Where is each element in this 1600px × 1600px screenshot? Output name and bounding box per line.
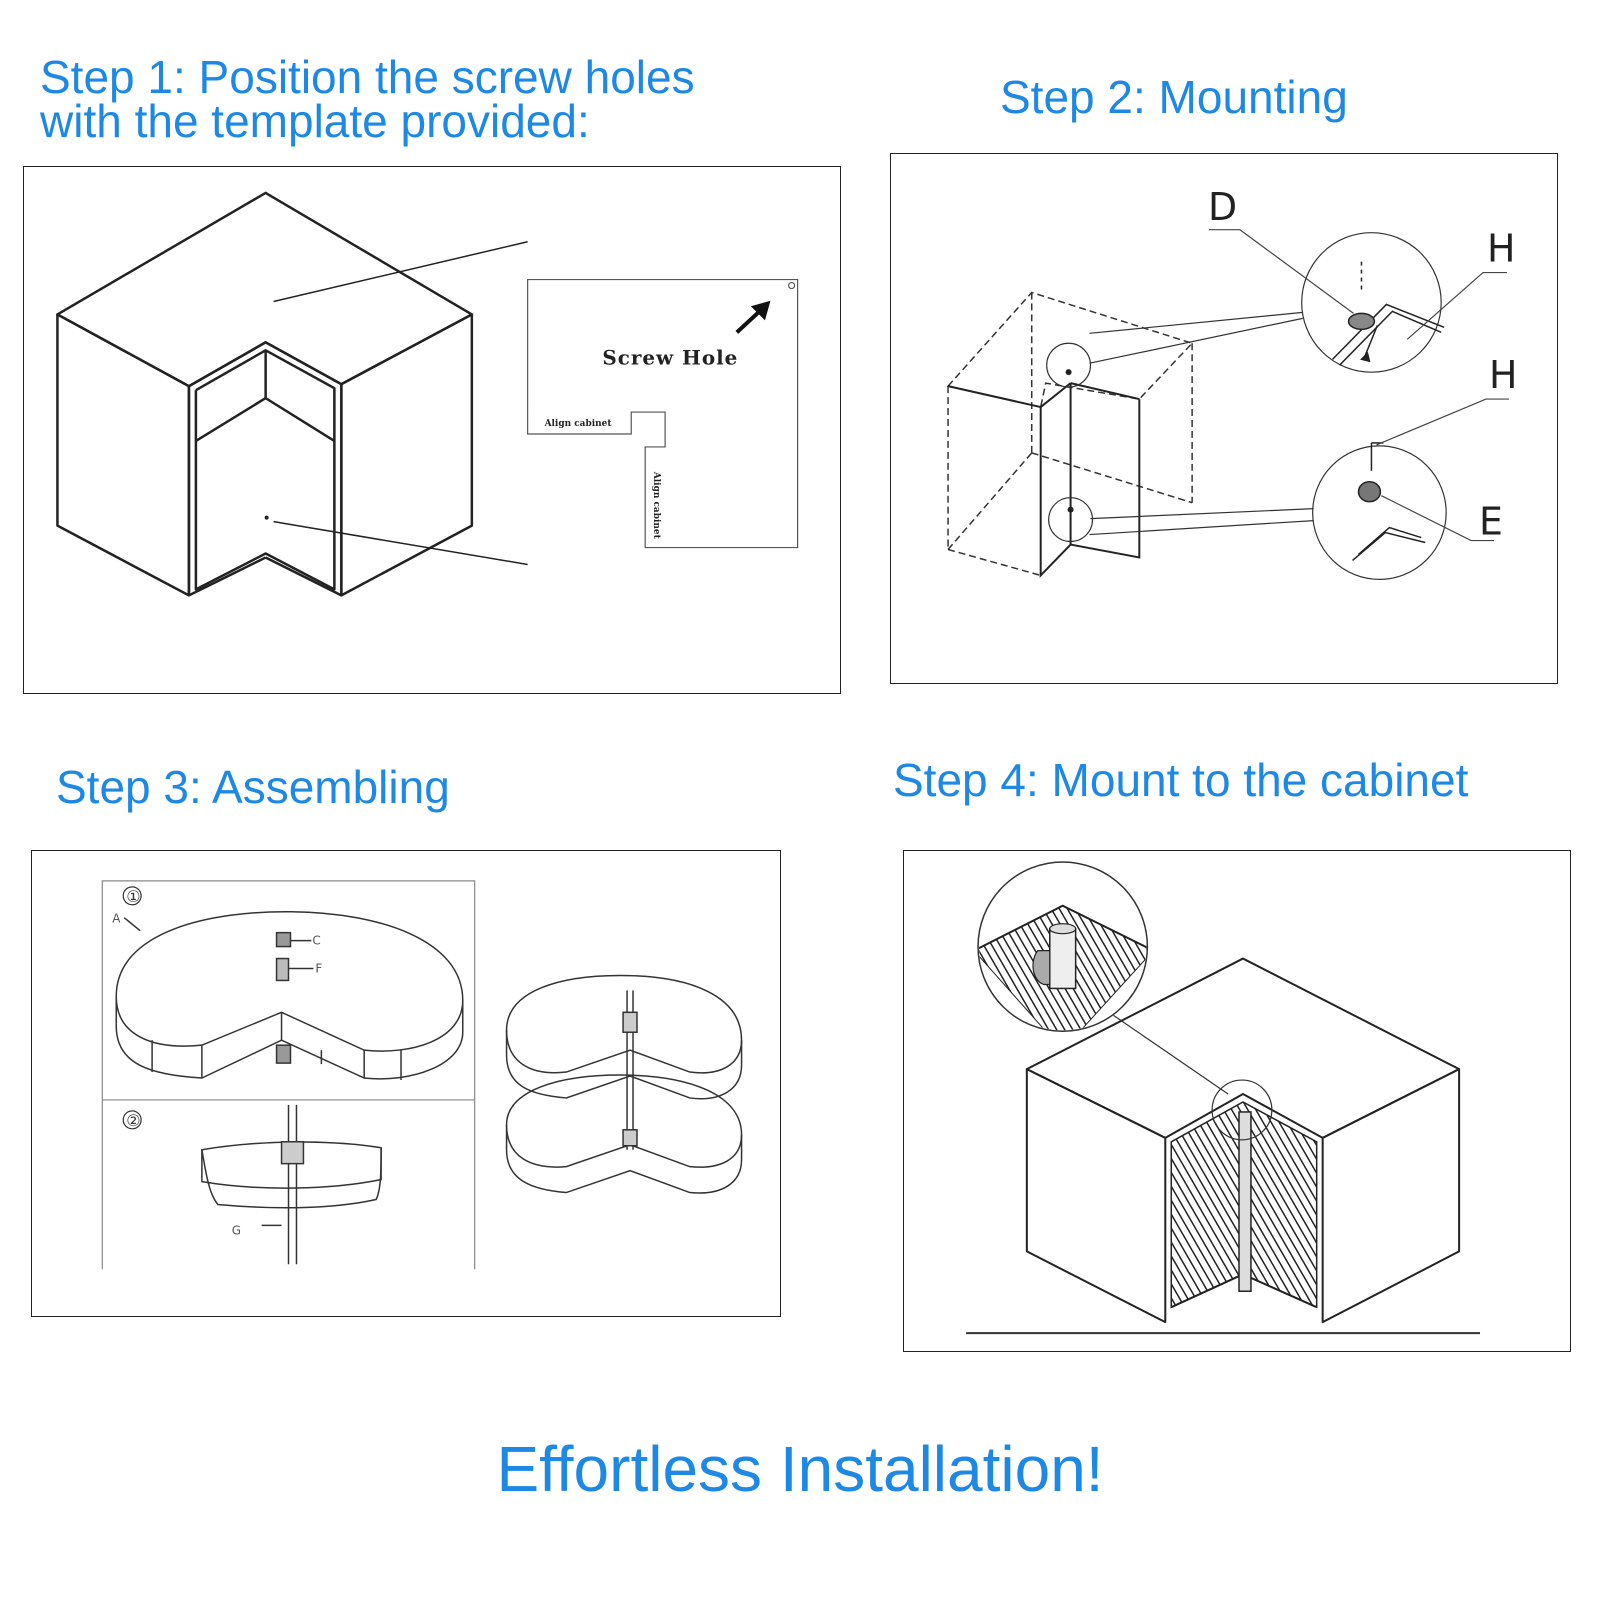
part-c-label: C: [312, 934, 320, 948]
cabinet-opening-outer: [188, 341, 342, 388]
part-c-icon: [275, 931, 292, 948]
step3-panel: ① ② A C F G: [31, 850, 781, 1317]
template-hole-icon: [788, 281, 796, 290]
screw-hole-marker: [264, 515, 269, 520]
callout-d-line: [1209, 229, 1354, 314]
callout-h-top: H: [1487, 227, 1515, 271]
cabinet-left-side: [1025, 1068, 1167, 1324]
detail-connector: [1113, 1014, 1229, 1095]
leader-bottom: [273, 520, 528, 566]
mount-point-bottom: [1048, 497, 1094, 543]
step4-diagram: [966, 861, 1481, 1335]
callout-e: E: [1479, 500, 1503, 544]
step-number-1-icon: [122, 886, 142, 906]
carousel-pole: [1238, 1111, 1252, 1292]
mount-bracket-bottom: [1357, 481, 1382, 503]
callout-e-line: [1381, 495, 1494, 542]
cabinet-left-side: [56, 313, 191, 597]
step1-title-line2: with the template provided:: [40, 95, 590, 147]
sub-step-2-number: ②: [126, 1111, 140, 1130]
callout-h-bottom-line: [1376, 398, 1509, 446]
tray-shelf-1: [115, 910, 464, 1052]
part-f-icon: [275, 957, 290, 982]
sub-step-1-number: ①: [126, 887, 140, 906]
mount-point-top: [1046, 342, 1092, 388]
part-g-label: G: [232, 1223, 241, 1237]
step1-title: Step 1: Position the screw holes with th…: [40, 51, 695, 147]
template-sheet: [527, 278, 799, 549]
template-screw-hole-label: Screw Hole: [602, 345, 738, 369]
detail-marker: [1211, 1079, 1273, 1141]
step4-panel: [903, 850, 1571, 1352]
mount-bracket-top: [1347, 312, 1376, 331]
step4-title: Step 4: Mount to the cabinet: [893, 754, 1469, 806]
step3-title: Step 3: Assembling: [56, 761, 450, 813]
step2-panel: D H H E: [890, 153, 1558, 684]
step2-title: Step 2: Mounting: [1000, 71, 1348, 123]
part-f-label: F: [315, 961, 322, 975]
detail-circle-top: [1301, 232, 1442, 373]
part-a-label: A: [112, 912, 121, 926]
align-cabinet-horizontal: Align cabinet: [544, 419, 613, 429]
stacked-tray-top: [505, 974, 743, 1074]
subframe: [101, 880, 476, 1270]
cabinet-right-side: [1321, 1068, 1461, 1324]
footer-tagline: Effortless Installation!: [496, 1433, 1104, 1505]
step2-diagram: D H H E: [946, 185, 1517, 580]
detail-circle-bottom: [1312, 445, 1447, 580]
leader-top: [273, 240, 528, 303]
align-cabinet-vertical: Align cabinet: [651, 471, 661, 540]
step-number-2-icon: [122, 1110, 142, 1130]
arrow-icon: [735, 300, 771, 334]
step1-title-line1: Step 1: Position the screw holes: [40, 51, 695, 103]
step1-panel: Screw Hole Align cabinet Align cabinet: [23, 166, 841, 694]
cabinet-front-edge: [1039, 399, 1141, 578]
callout-h-top-line: [1406, 271, 1507, 340]
step1-diagram: Screw Hole Align cabinet Align cabinet: [56, 191, 799, 597]
cabinet-right-side: [340, 313, 474, 597]
callout-d: D: [1208, 185, 1237, 229]
step3-diagram: ① ② A C F G: [101, 880, 743, 1270]
cabinet-shelf: [195, 396, 336, 443]
stacked-tray-bottom: [505, 1074, 743, 1168]
callout-h-bottom: H: [1489, 353, 1517, 397]
